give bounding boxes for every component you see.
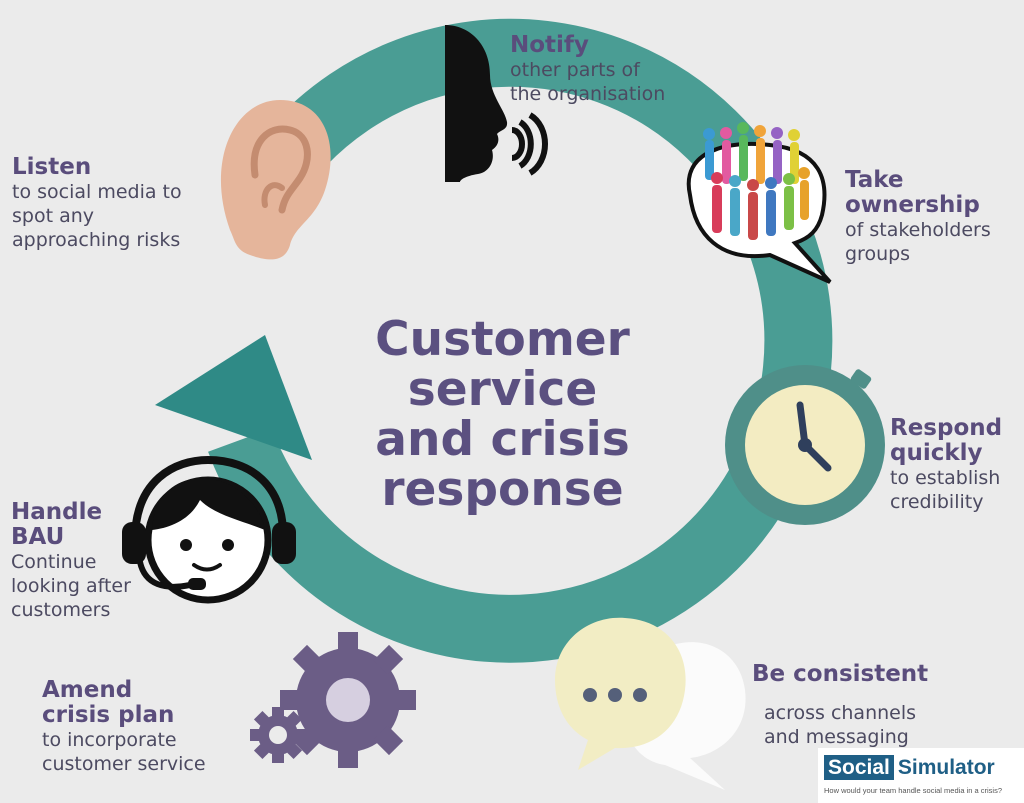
diagram-title: Customer service and crisis response [375,312,630,517]
step-listen: Listen to social media to spot any appro… [12,155,182,252]
gears-icon [250,632,416,768]
step-respond-heading: Respond quickly [890,415,1003,466]
step-ownership-heading: Take ownership [845,167,980,218]
step-notify-heading: Notify [510,32,589,58]
step-amend-body: to incorporate customer service [42,729,206,775]
headset-agent-icon [122,455,296,604]
step-amend: Amend crisis plan to incorporate custome… [42,678,206,776]
step-consistent-body: across channels and messaging [764,702,917,748]
logo-word-simulator: Simulator [897,756,995,779]
step-bau-body: Continue looking after customers [11,551,131,621]
speech-bubbles-icon [555,617,746,790]
stopwatch-icon [725,365,885,525]
speaking-head-icon [445,25,549,182]
step-consistent: Be consistent across channels and messag… [752,662,928,749]
logo-tagline: How would your team handle social media … [824,786,1003,795]
step-amend-heading: Amend crisis plan [42,677,175,728]
step-listen-heading: Listen [12,154,92,180]
step-notify: Notify other parts of the organisation [510,33,665,106]
step-notify-body: other parts of the organisation [510,59,666,105]
step-ownership: Take ownership of stakeholders groups [845,168,991,266]
step-ownership-body: of stakeholders groups [845,219,991,265]
ear-icon [220,100,331,260]
step-consistent-heading: Be consistent [752,661,929,687]
step-bau: Handle BAU Continue looking after custom… [11,500,131,622]
cycle-arrow-head [155,335,312,460]
step-listen-body: to social media to spot any approaching … [12,181,182,251]
step-respond-body: to establish credibility [890,467,1001,513]
step-respond: Respond quickly to establish credibility [890,416,1002,514]
logo-word-social: Social [824,755,894,780]
people-group-icon [686,122,832,284]
step-bau-heading: Handle BAU [11,499,103,550]
